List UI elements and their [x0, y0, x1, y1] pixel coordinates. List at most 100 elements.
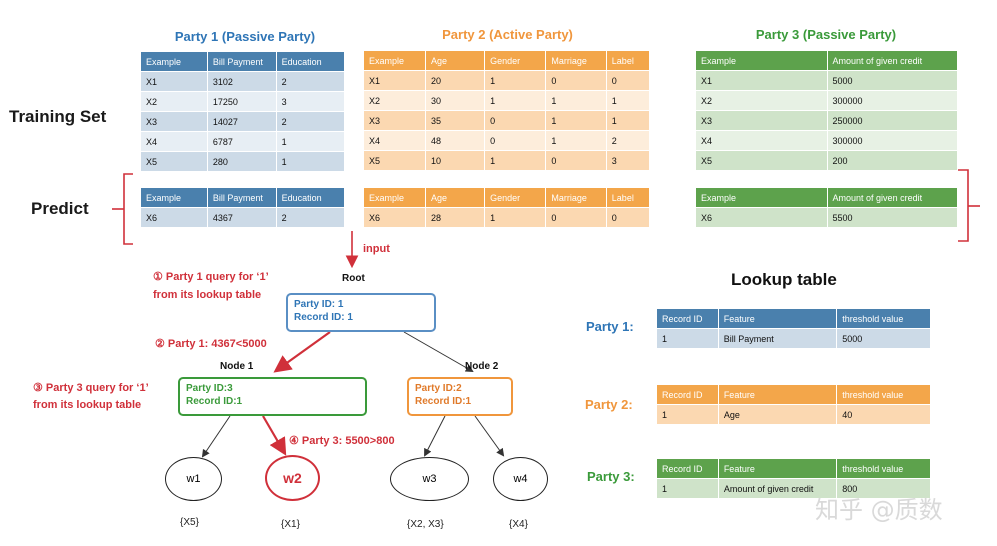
- table-cell: 3: [605, 150, 651, 171]
- step3-line1: ③ Party 3 query for ‘1’: [33, 382, 149, 394]
- root-label: Root: [342, 273, 365, 284]
- table-cell: 6787: [206, 131, 277, 152]
- table-cell: 14027: [206, 111, 277, 132]
- node1-w2-edge: [262, 415, 287, 456]
- table-header-cell: Feature: [717, 458, 838, 479]
- table-cell: 40: [836, 404, 931, 425]
- table-header-cell: Record ID: [656, 458, 719, 479]
- table-cell: 3: [275, 91, 346, 112]
- lookup-party3-label: Party 3:: [587, 469, 635, 484]
- table-cell: Age: [717, 404, 838, 425]
- table-cell: 5000: [836, 328, 931, 349]
- table-cell: X1: [140, 71, 208, 92]
- table-header-cell: Record ID: [656, 384, 719, 405]
- leaf-w4-set: {X4}: [509, 519, 528, 530]
- table-cell: X1: [362, 70, 427, 91]
- root-record-id: Record ID: 1: [294, 312, 353, 323]
- table-header-cell: Bill Payment: [206, 51, 277, 72]
- watermark: 知乎 @质数: [815, 496, 943, 524]
- table-header-cell: threshold value: [836, 458, 931, 479]
- leaf-w1: w1: [165, 457, 222, 501]
- table-cell: 28: [425, 207, 486, 228]
- table-cell: 5500: [826, 207, 959, 228]
- node2-party-id: Party ID:2: [415, 383, 462, 394]
- root-node1-edge: [273, 331, 331, 373]
- table-header-cell: Example: [140, 187, 208, 208]
- table-cell: 17250: [206, 91, 277, 112]
- node1: Party ID:3 Record ID:1: [178, 377, 367, 416]
- table-cell: 1: [275, 131, 346, 152]
- table-cell: 1: [656, 478, 719, 499]
- predict-label: Predict: [31, 199, 89, 218]
- table-cell: X6: [140, 207, 208, 228]
- table-cell: 280: [206, 151, 277, 172]
- table-header-cell: Label: [605, 50, 651, 71]
- table-cell: 1: [545, 90, 607, 111]
- table-cell: 35: [425, 110, 486, 131]
- table-cell: 800: [836, 478, 931, 499]
- table-cell: 1: [484, 70, 547, 91]
- table-header-cell: threshold value: [836, 308, 931, 329]
- table-cell: X2: [362, 90, 427, 111]
- table-cell: X4: [140, 131, 208, 152]
- table-cell: 200: [826, 150, 959, 171]
- table-header-cell: Example: [362, 50, 427, 71]
- table-cell: 1: [275, 151, 346, 172]
- lookup-title: Lookup table: [731, 270, 837, 289]
- table-cell: 0: [605, 207, 651, 228]
- table-cell: Amount of given credit: [717, 478, 838, 499]
- node2-w3-edge: [424, 415, 446, 457]
- table-header-cell: Education: [275, 51, 346, 72]
- root-node: Party ID: 1 Record ID: 1: [286, 293, 436, 332]
- party1-title: Party 1 (Passive Party): [174, 29, 316, 44]
- node2-record-id: Record ID:1: [415, 396, 472, 407]
- table-cell: 300000: [826, 130, 959, 151]
- table-header-cell: Gender: [484, 187, 547, 208]
- root-node2-edge: [403, 331, 474, 372]
- training-set-label: Training Set: [9, 107, 107, 126]
- table-cell: 2: [605, 130, 651, 151]
- node1-w1-edge: [201, 415, 231, 458]
- table-header-cell: Age: [425, 50, 486, 71]
- table-cell: X5: [362, 150, 427, 171]
- table-cell: Bill Payment: [717, 328, 838, 349]
- table-header-cell: Feature: [717, 384, 838, 405]
- table-cell: X6: [695, 207, 828, 228]
- table-cell: X5: [140, 151, 208, 172]
- step4: ④ Party 3: 5500>800: [289, 435, 395, 447]
- table-header-cell: threshold value: [836, 384, 931, 405]
- node1-party-id: Party ID:3: [186, 383, 233, 394]
- table-cell: 2: [275, 111, 346, 132]
- table-header-cell: Example: [140, 51, 208, 72]
- leaf-w2-set: {X1}: [281, 519, 300, 530]
- step2: ② Party 1: 4367<5000: [155, 338, 267, 350]
- table-cell: 1: [484, 150, 547, 171]
- lookup-party2-label: Party 2:: [585, 397, 633, 412]
- root-party-id: Party ID: 1: [294, 299, 344, 310]
- table-cell: 48: [425, 130, 486, 151]
- node2-label: Node 2: [465, 361, 499, 372]
- table-cell: X4: [362, 130, 427, 151]
- leaf-w2: w2: [265, 455, 320, 501]
- table-cell: 250000: [826, 110, 959, 131]
- table-cell: 2: [275, 71, 346, 92]
